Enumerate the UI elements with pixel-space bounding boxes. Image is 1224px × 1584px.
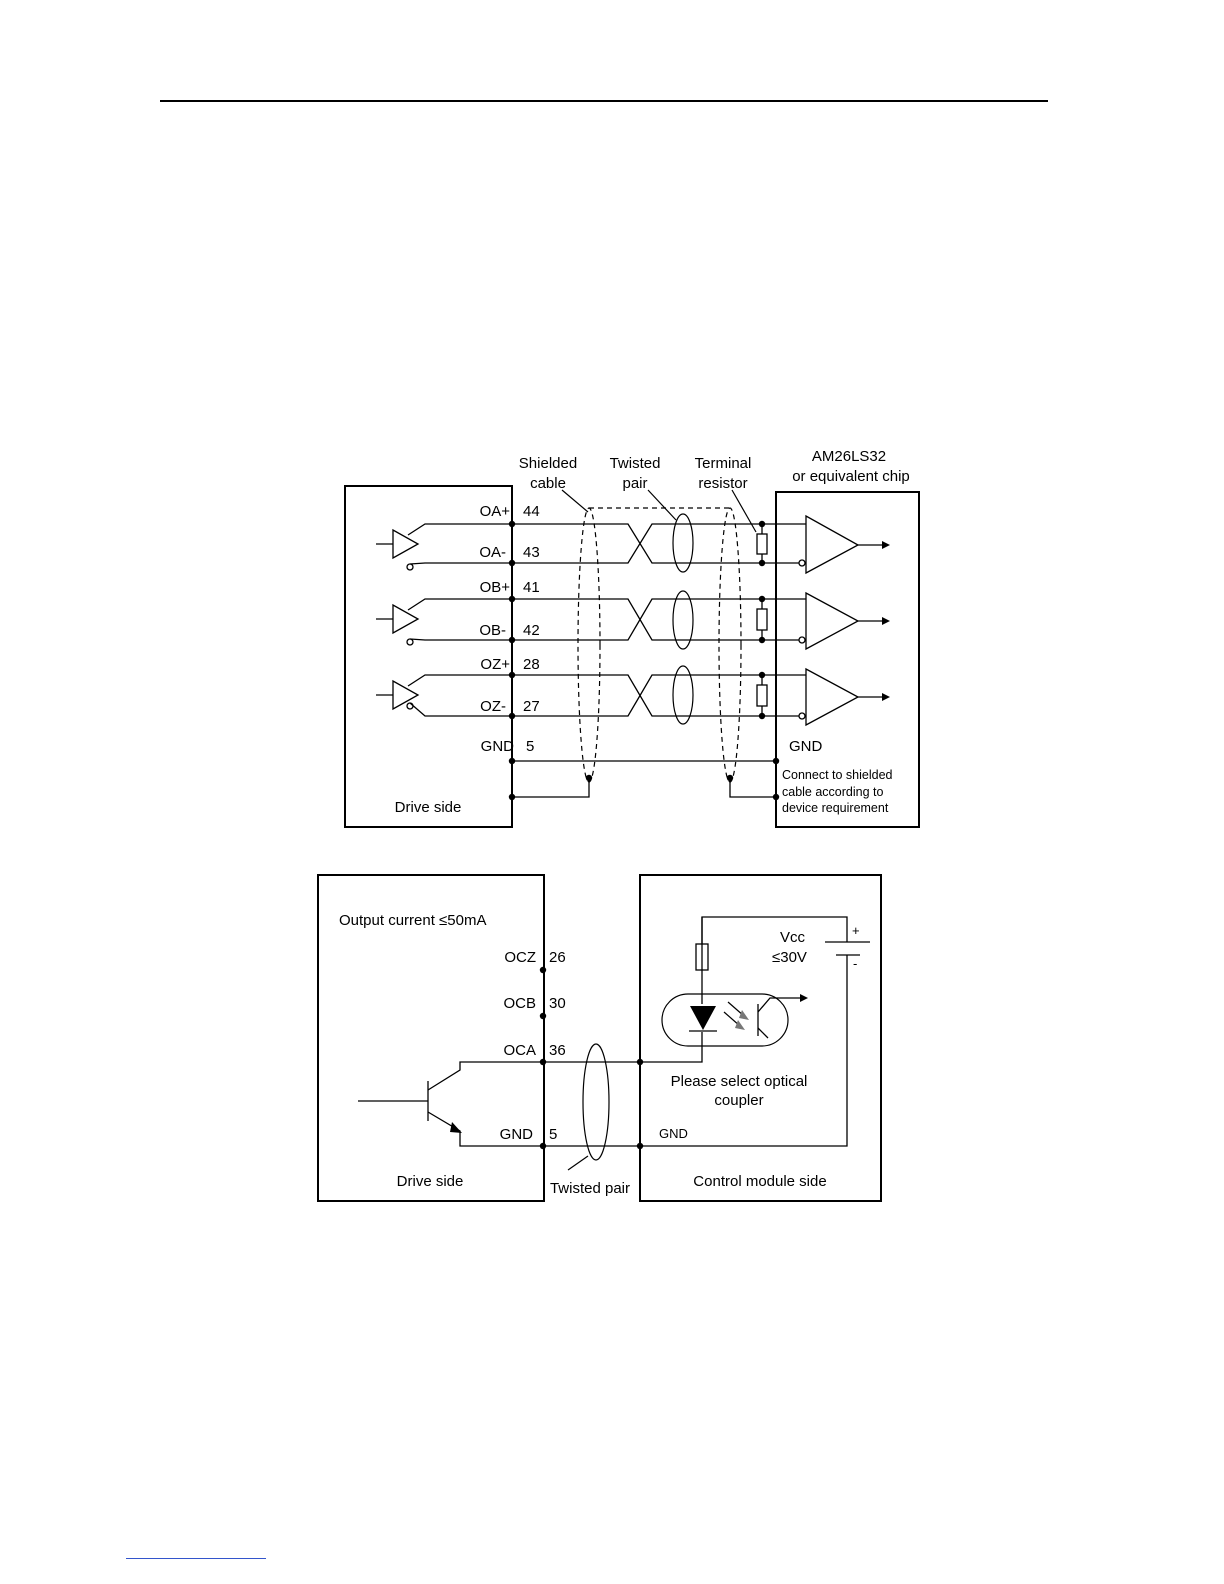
- drive-side-label-2: Drive side: [397, 1173, 464, 1190]
- signal-label-ocb: OCB: [503, 995, 536, 1012]
- signal-label-oz-plus: OZ+: [480, 656, 510, 673]
- twisted-pair-ellipse: [582, 1043, 610, 1161]
- pin-28: 28: [523, 656, 540, 673]
- twisted-pair-label-2: pair: [622, 475, 647, 492]
- battery-plus: +: [852, 923, 860, 938]
- terminal-resistor-label-2: resistor: [698, 475, 747, 492]
- shielded-cable-label: Shielded: [519, 455, 577, 472]
- pin-30: 30: [549, 995, 566, 1012]
- twisted-pair-z: [512, 665, 776, 725]
- pin-36: 36: [549, 1042, 566, 1059]
- signal-label-oca: OCA: [503, 1042, 536, 1059]
- shielded-cable: [512, 507, 776, 798]
- drive-side-label: Drive side: [395, 799, 462, 816]
- pin-43: 43: [523, 544, 540, 561]
- npn-transistor: [358, 1061, 543, 1147]
- shielded-cable-label-2: cable: [530, 475, 566, 492]
- terminal-resistor-b: [756, 595, 768, 644]
- drive-side-box-2: [317, 874, 545, 1202]
- chip-side-box: [775, 491, 920, 828]
- signal-label-ob-plus: OB+: [480, 579, 511, 596]
- signal-label-ocz: OCZ: [504, 949, 536, 966]
- footer-link-underline: [126, 1558, 266, 1559]
- chip-label-2: or equivalent chip: [792, 468, 910, 485]
- twisted-pair-a: [512, 513, 776, 573]
- control-module-side-label: Control module side: [693, 1173, 826, 1190]
- battery-minus: -: [853, 956, 857, 971]
- optocoupler-circuit: [640, 916, 870, 1147]
- signal-label-oa-plus: OA+: [480, 503, 511, 520]
- terminal-resistor-label: Terminal: [695, 455, 752, 472]
- receiver-b: [776, 591, 890, 651]
- twisted-pair-label: Twisted: [610, 455, 661, 472]
- output-current-label: Output current ≤50mA: [339, 912, 486, 929]
- control-module-box: [639, 874, 882, 1202]
- header-rule: [160, 100, 1048, 102]
- line-driver-z: [376, 674, 512, 717]
- signal-label-oz-minus: OZ-: [480, 698, 506, 715]
- twisted-pair-b: [512, 590, 776, 650]
- pin-27: 27: [523, 698, 540, 715]
- signal-label-oa-minus: OA-: [479, 544, 506, 561]
- signal-label-gnd: GND: [481, 738, 515, 755]
- pin-5-2: 5: [549, 1126, 557, 1143]
- receiver-z: [776, 667, 890, 727]
- optical-coupler-label: Please select optical: [671, 1073, 808, 1090]
- vcc-label: Vcc: [780, 929, 806, 946]
- shield-note-line-1: Connect to shielded: [782, 768, 893, 782]
- terminal-resistor-a: [756, 520, 768, 567]
- optical-coupler-label-2: coupler: [714, 1092, 763, 1109]
- pin-42: 42: [523, 622, 540, 639]
- pin-41: 41: [523, 579, 540, 596]
- pin-26: 26: [549, 949, 566, 966]
- control-gnd-label: GND: [659, 1126, 688, 1141]
- chip-gnd-label: GND: [789, 738, 823, 755]
- pin-44: 44: [523, 503, 540, 520]
- vcc-limit-label: ≤30V: [772, 949, 807, 966]
- receiver-a: [776, 514, 890, 575]
- shield-note-line-3: device requirement: [782, 801, 889, 815]
- pin-5: 5: [526, 738, 534, 755]
- signal-label-gnd-2: GND: [500, 1126, 534, 1143]
- signal-label-ob-minus: OB-: [479, 622, 506, 639]
- twisted-pair-label-2-bottom: Twisted pair: [550, 1180, 630, 1197]
- line-driver-b: [376, 598, 512, 646]
- line-driver-a: [376, 523, 512, 571]
- chip-label: AM26LS32: [812, 448, 886, 465]
- shield-note-line-2: cable according to: [782, 785, 884, 799]
- terminal-resistor-z: [756, 671, 768, 720]
- drive-side-box: [344, 485, 513, 828]
